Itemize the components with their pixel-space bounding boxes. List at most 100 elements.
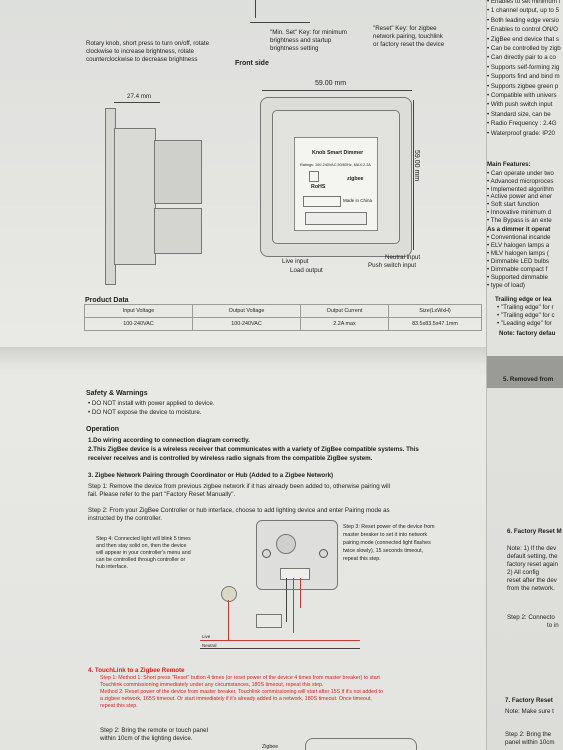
list-item-text: "Trailing edge" for c	[500, 312, 555, 319]
lines-item: • Standard size, can be	[487, 110, 551, 118]
terminal-block	[280, 568, 310, 580]
bulb-icon	[221, 586, 237, 602]
list-item-text: Supports self-forming zig	[490, 63, 560, 71]
sticker-title: Knob Smart Dimmer	[312, 150, 364, 156]
features-item: • Advanced microproces	[487, 177, 554, 185]
step4-line: Step 4: Connected light will blink 5 tim…	[96, 536, 191, 542]
features-item: • Implemented algorithm	[487, 185, 554, 193]
side-body	[114, 128, 156, 265]
step3-line: repeat this step.	[343, 556, 381, 562]
lines-item: • Can directly pair to a co	[487, 54, 556, 62]
lines-item: • Both leading edge versio	[487, 16, 560, 24]
zigbee-logo: zigbee	[347, 176, 364, 182]
leader-line	[255, 0, 256, 18]
list-item-text: Can directly pair to a co	[490, 54, 556, 62]
dimmer-item: • MLV halogen lamps (	[487, 250, 549, 257]
mounting-hole-icon	[319, 549, 328, 558]
safety-title: Safety & Warnings	[86, 390, 148, 397]
push-switch-input-label: Push switch input	[368, 262, 417, 269]
list-item-text: Implemented algorithm	[490, 185, 554, 193]
list-item-text: Can operate under two	[490, 170, 554, 177]
list-item-text: Enables to control ON/O	[490, 26, 558, 34]
remote-device-outline	[305, 738, 417, 750]
note3: Note: Make sure t	[505, 708, 554, 715]
dimension-line	[413, 100, 414, 250]
list-item-text: from the network.	[507, 585, 555, 592]
list-item-text: With push switch input	[490, 101, 553, 109]
height-dimension: 59.00 mm	[413, 150, 420, 182]
lines-item: • Enables to control ON/O	[487, 26, 558, 34]
list-item-text: Note: 1) If the dev	[507, 545, 557, 552]
list-item-text: "Trailing edge" for r	[500, 304, 554, 311]
operation-line-2: 2.This ZigBee device is a wireless recei…	[88, 446, 419, 453]
connect-step-line1: Step 2: Connecto	[507, 614, 555, 621]
wire	[300, 578, 301, 608]
pairing-step2-line2: instructed by the controller.	[88, 515, 162, 522]
side-knob	[154, 140, 202, 204]
touchlink-title: 4. TouchLink to a Zigbee Remote	[88, 667, 185, 674]
touchlink-line: Touchlink commissioning immediately unde…	[100, 682, 324, 688]
safety-item-text: DO NOT expose the device to moisture.	[91, 409, 202, 416]
reset-caption-2: network pairing, touchlink	[373, 33, 443, 40]
list-item-text: Supports zigbee green p	[490, 82, 559, 90]
pairing-step2-line1: Step 2: From your ZigBee Controller or h…	[88, 507, 390, 514]
dimmer-item: • Supported dimmable	[487, 274, 548, 281]
list-item-text: Conventional incande	[490, 234, 551, 241]
list-item-text: ELV halogen lamps a	[490, 242, 550, 249]
note2-item: factory reset again	[507, 561, 558, 568]
min-set-caption-2: brightness and startup	[270, 37, 332, 44]
header-output-voltage: Output Voltage	[192, 304, 301, 318]
list-item-text: "Leading edge" for	[500, 320, 552, 327]
trailing-item: • "Leading edge" for	[497, 320, 552, 327]
lines-item: • Waterproof grade: IP20	[487, 129, 555, 137]
mounting-hole-icon	[262, 549, 271, 558]
note2-item: 2) All config	[507, 569, 539, 576]
lines-item: • Enables to set minimum l	[487, 0, 561, 5]
neutral-input-label: Neutral input	[385, 254, 421, 261]
list-item-text: Supports find and bind m	[490, 73, 560, 81]
features-title: Main Features:	[487, 161, 531, 168]
connect-step-line2: to in	[547, 622, 559, 629]
header-size: Size(LxWxH)	[388, 304, 482, 318]
live-label: Live	[202, 634, 211, 639]
safety-item: • DO NOT expose the device to moisture.	[88, 409, 202, 416]
note2-item: from the network.	[507, 585, 555, 592]
list-item-text: ZigBee end device that s	[490, 35, 559, 43]
touchlink-line: Step 1: Method 1: Short press "Reset" bu…	[100, 675, 380, 681]
step4-line: will appear in your controller's menu an…	[96, 550, 191, 556]
note2-item: default setting, the	[507, 553, 558, 560]
features-item: • Active power and ener	[487, 193, 553, 201]
list-item-text: The Bypass is an exte	[490, 216, 552, 224]
live-wire	[200, 640, 360, 641]
note2-item: Note: 1) If the dev	[507, 545, 556, 552]
operation-title: Operation	[86, 426, 120, 433]
knob-icon	[276, 534, 296, 554]
wire	[286, 578, 287, 622]
dimmer-item: • Dimmable compact f	[487, 266, 548, 273]
safety-item: • DO NOT install with power applied to d…	[88, 400, 215, 407]
factory-reset-title: 6. Factory Reset M	[507, 528, 562, 535]
dimension-line	[262, 90, 412, 91]
dimmer-item: • type of load)	[487, 282, 525, 289]
right-page: • Enables to set minimum l• 1 channel ou…	[486, 0, 563, 750]
list-item-text: Supported dimmable	[490, 274, 548, 281]
list-item-text: reset after the dev	[507, 577, 557, 584]
knob-caption-2: clockwise to increase brightness, rotate	[86, 48, 194, 55]
note2-item: reset after the dev	[507, 577, 557, 584]
list-item-text: Soft start function	[490, 201, 540, 209]
trailing-title: Trailing edge or lea	[495, 296, 552, 303]
min-set-caption-1: "Min. Set" Key: for minimum	[270, 29, 347, 36]
depth-dimension: 27.4 mm	[127, 93, 152, 100]
product-data-title: Product Data	[85, 297, 129, 304]
step4-line: can be controlled through controller or	[96, 557, 186, 563]
lines-item: • With push switch input	[487, 101, 553, 109]
safety-item-text: DO NOT install with power applied to dev…	[91, 400, 215, 407]
neutral-wire	[200, 648, 360, 649]
remote-step2-line2: within 10cm of the lighting device.	[100, 735, 193, 742]
step2b-line2: panel within 10cm	[505, 739, 555, 746]
lines-item: • Supports find and bind m	[487, 73, 560, 81]
width-dimension: 59.00 mm	[315, 80, 347, 87]
list-item-text: Compatible with univers	[490, 92, 557, 99]
pairing-title: 3. Zigbee Network Pairing through Coordi…	[88, 472, 334, 479]
touchlink-line: repeat this step.	[100, 703, 138, 709]
